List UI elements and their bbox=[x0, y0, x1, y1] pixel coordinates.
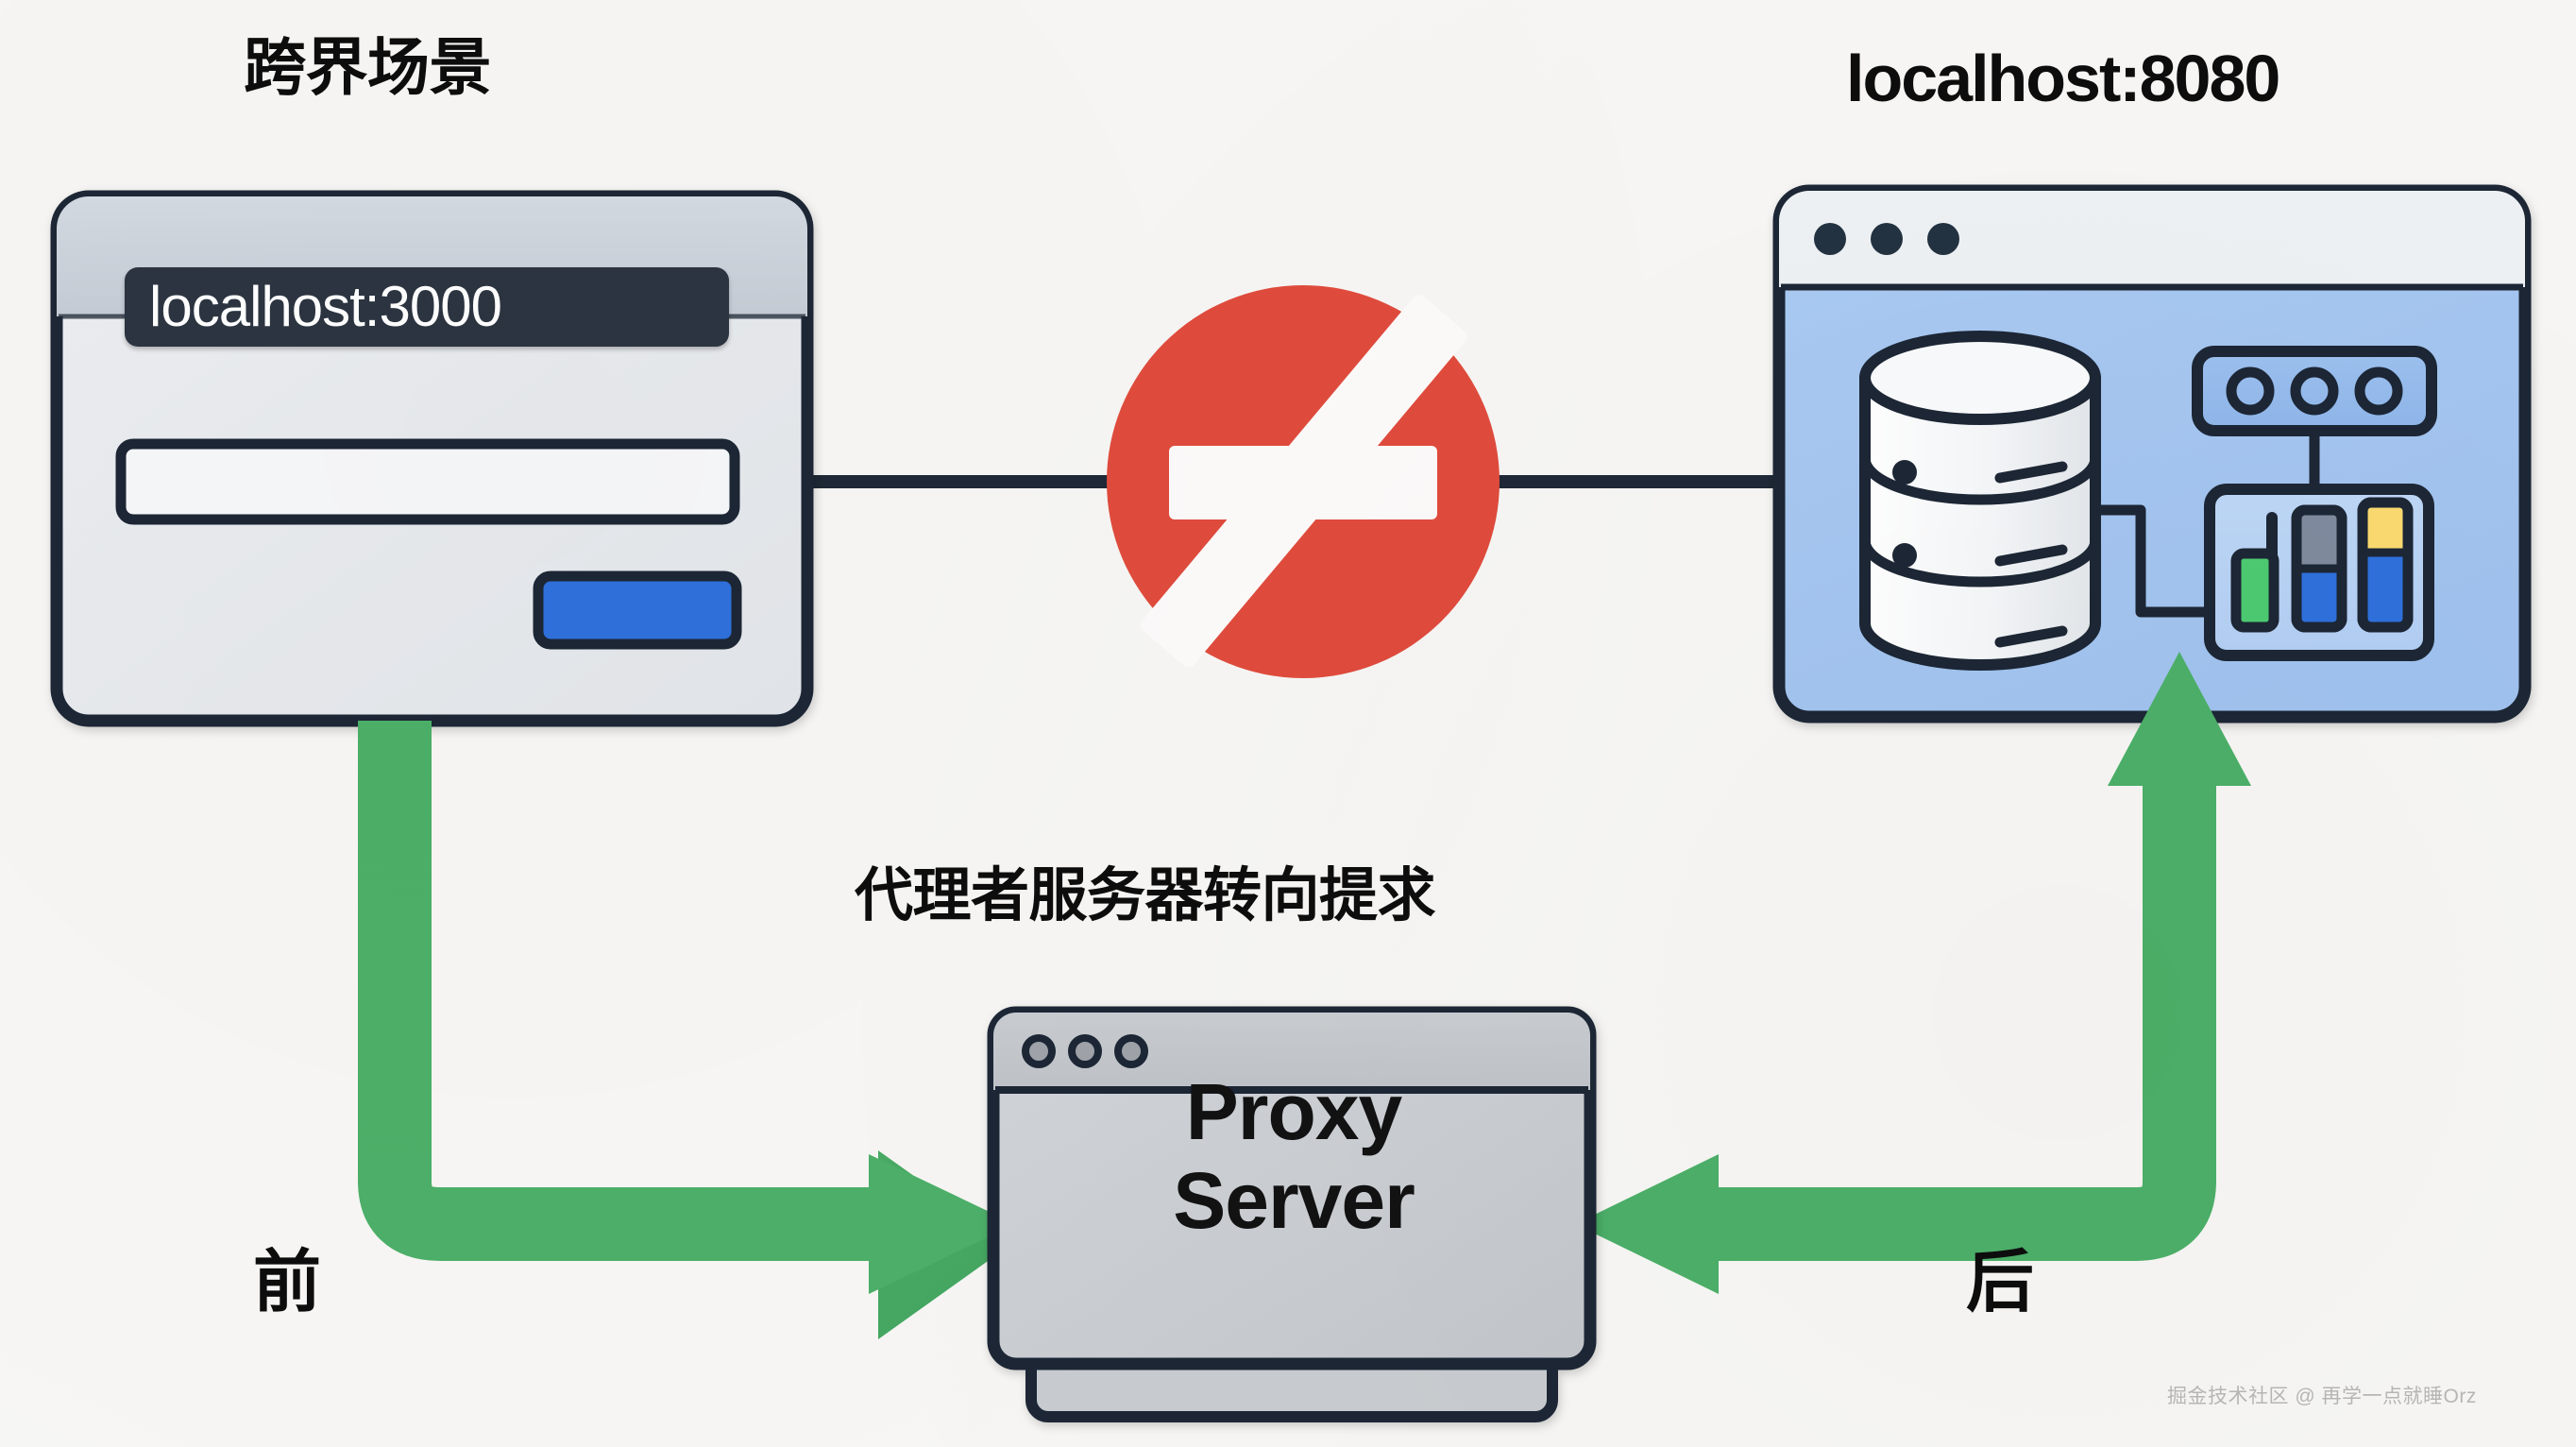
stage-label-after: 后 bbox=[1966, 1245, 2034, 1320]
bar-chart-panel-icon bbox=[2204, 484, 2434, 661]
proxy-server-window[interactable] bbox=[987, 1006, 1597, 1422]
router-node-icon bbox=[2192, 346, 2437, 436]
metric-bar-3 bbox=[2357, 497, 2414, 633]
proxy-server-label: Proxy Server bbox=[1001, 1067, 1586, 1245]
server-titlebar bbox=[1779, 191, 2525, 287]
client-url-text: localhost:3000 bbox=[149, 275, 502, 338]
arrowhead-into-proxy-left bbox=[1575, 1154, 1719, 1294]
database-cylinder-icon bbox=[1859, 331, 2101, 671]
page-title-left-scene: 跨界场景 bbox=[244, 32, 492, 102]
server-browser-window[interactable] bbox=[1772, 184, 2532, 724]
metric-bar-1 bbox=[2230, 548, 2279, 633]
proxy-titlebar-dot bbox=[1022, 1034, 1056, 1068]
server-titlebar-dot bbox=[1927, 223, 1959, 255]
arrowhead-into-server bbox=[2108, 652, 2251, 786]
db-led-dot bbox=[1892, 543, 1917, 568]
proxy-caption: 代理者服务器转向提求 bbox=[855, 863, 1436, 928]
db-to-panel-connector bbox=[2090, 504, 2226, 618]
client-url-bar[interactable]: localhost:3000 bbox=[125, 267, 729, 347]
proxy-label-line1: Proxy bbox=[1185, 1067, 1402, 1156]
db-led-dot bbox=[1892, 460, 1917, 485]
client-submit-button bbox=[533, 570, 742, 650]
proxy-titlebar bbox=[993, 1013, 1590, 1090]
watermark-credit: 掘金技术社区 @ 再学一点就睡Orz bbox=[2167, 1386, 2477, 1407]
arrow-proxy-to-server bbox=[1575, 652, 2251, 1294]
proxy-titlebar-dot bbox=[1068, 1034, 1102, 1068]
arrow-client-to-proxy bbox=[358, 721, 1015, 1339]
proxy-label-line2: Server bbox=[1173, 1156, 1415, 1246]
metric-bar-2 bbox=[2291, 504, 2347, 633]
server-titlebar-dot bbox=[1814, 223, 1846, 255]
server-titlebar-dot bbox=[1871, 223, 1903, 255]
arrowhead-into-proxy bbox=[869, 1154, 1015, 1294]
no-entry-sign bbox=[1107, 285, 1500, 678]
page-title-right-host: localhost:8080 bbox=[1846, 42, 2280, 115]
client-input-field bbox=[115, 438, 740, 525]
proxy-titlebar-dot bbox=[1114, 1034, 1148, 1068]
stage-label-before: 前 bbox=[253, 1245, 321, 1320]
